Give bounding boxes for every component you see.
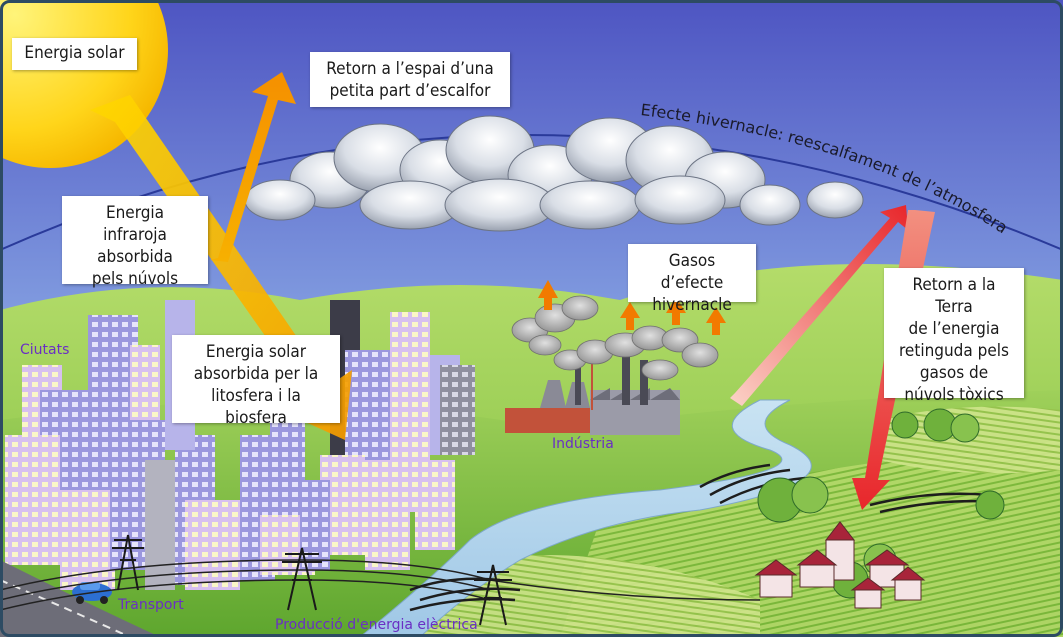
greenhouse-gases-label: Gasos d’efecte hivernacle	[628, 244, 756, 315]
solar-absorbed-label: Energia solar absorbida per la litosfera…	[172, 335, 340, 428]
power-production-label: Producció d'energia elèctrica	[275, 617, 478, 633]
transport-label: Transport	[118, 597, 184, 613]
red-up-arrow	[730, 205, 908, 406]
infrared-absorbed-label: Energia infraroja absorbida pels núvols	[62, 196, 208, 289]
gas-up-arrows	[538, 280, 726, 335]
return-space-label: Retorn a l’espai d’una petita part d’esc…	[310, 52, 510, 107]
cities-label: Ciutats	[20, 342, 70, 358]
cloud-layer	[244, 115, 864, 232]
return-earth-label: Retorn a la Terra de l’energia retinguda…	[884, 268, 1024, 405]
industry-label: Indústria	[552, 436, 614, 452]
smoke-plumes	[511, 295, 719, 381]
solar-energy-label: Energia solar	[12, 38, 137, 70]
road	[0, 560, 160, 637]
village-houses	[754, 521, 926, 609]
return-space-arrow	[210, 72, 296, 262]
factory-icon	[505, 350, 680, 435]
city-buildings	[5, 300, 475, 590]
